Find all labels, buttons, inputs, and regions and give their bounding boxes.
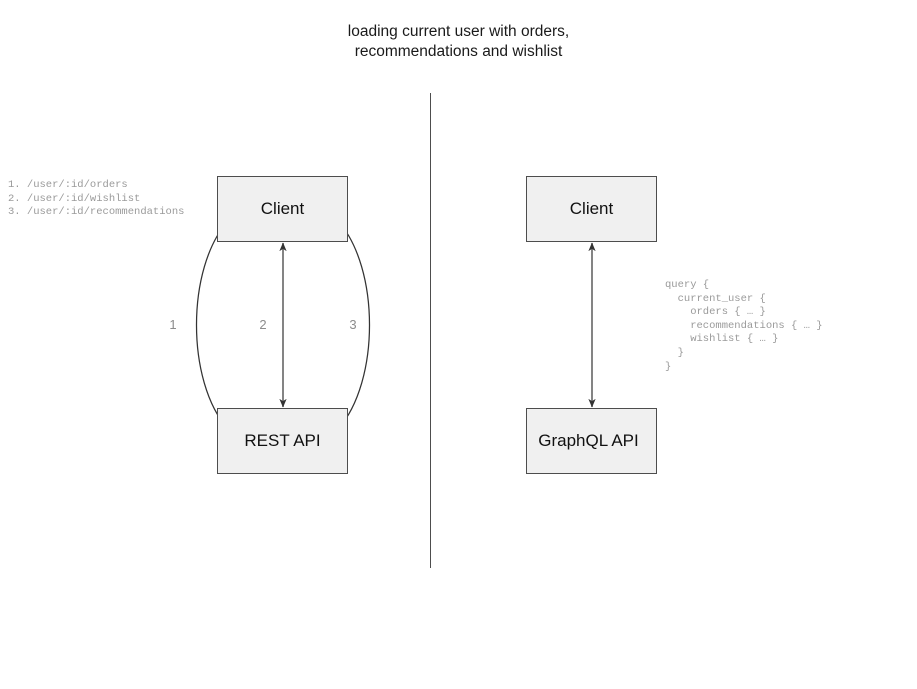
node-label: Client [260,199,305,218]
edge-label-3: 3 [349,317,357,332]
node-label: REST API [244,431,321,450]
node-client-rest[interactable]: Client [217,176,348,242]
node-label: GraphQL API [538,431,639,450]
diagram-title: loading current user with orders, recomm… [347,23,570,60]
node-client-graphql[interactable]: Client [526,176,657,242]
rest-endpoint-list: 1. /user/:id/orders 2. /user/:id/wishlis… [8,179,185,219]
node-graphql-api[interactable]: GraphQL API [526,408,657,474]
graphql-query-snippet: query { current_user { orders { … } reco… [665,279,823,373]
node-label: Client [569,199,614,218]
edge-1-curve-left [195,220,229,430]
node-rest-api[interactable]: REST API [217,408,348,474]
edge-label-1: 1 [169,317,177,332]
vertical-divider [430,93,431,568]
edge-label-2: 2 [259,317,267,332]
